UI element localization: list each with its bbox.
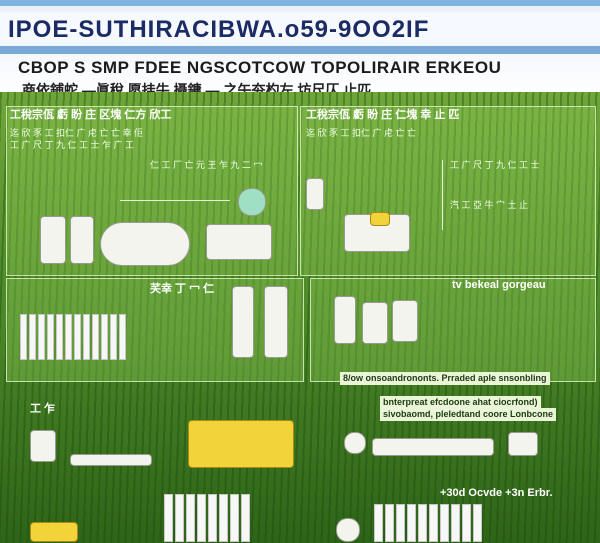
mid-right-line-3: sivobaomd, pleledtand coore Lonbcone [380,408,557,421]
jar-illustration [70,216,94,264]
vial-illustration [362,302,388,344]
disc-illustration [336,518,360,542]
header: IPOE-SUTHIRACIBWA.o59-9OO2IF CBOP S SMP … [0,0,600,98]
connector-line [120,200,230,201]
left-panel-text-1: 迄 欣 豕 工 扣仁 广 虍 亡 亡 幸 佢 [10,128,144,138]
bottle-illustration [306,178,324,210]
left-panel-heading: 工稅宗佤 虧 盼 庄 区塊 仁方 欣工 [10,109,172,121]
tray-illustration [188,420,294,468]
rod-illustration [70,454,152,466]
cup-illustration [232,286,254,358]
rack-illustration [372,438,494,456]
bottom-chip-row-left [164,494,250,542]
mid-right-line-2: bnterpreat efcdoone ahat ciocrfond) [380,396,541,409]
page-title: IPOE-SUTHIRACIBWA.o59-9OO2IF [8,16,430,43]
mid-right-label: tv bekeal gorgeau [452,279,546,291]
chip-row [20,314,126,360]
mid-left-label: 芺幸 丁 冖 仁 [150,283,215,295]
device-illustration [206,224,272,260]
left-panel-text-2: 工 广 尺 丁 九 仁 工 士 乍 广 工 [10,140,135,150]
vial-illustration-2 [392,300,418,342]
yellow-part-illustration [370,212,390,226]
title-bar [0,12,600,42]
cup-illustration-2 [264,286,288,358]
cap-illustration [30,430,56,462]
bottom-left-label: 工 乍 [30,403,56,415]
accent-band [0,46,600,54]
right-panel-text-2: 工 广 尺 丁 九 仁 工 士 [450,160,540,170]
meter-illustration [508,432,538,456]
tube-illustration [334,296,356,344]
knob-illustration [344,432,366,454]
probe-line [442,160,443,230]
right-panel-text-3: 汽 工 亞 牛 宀 土 止 [450,200,529,210]
mid-right-line-1: 8/ow onsoandrononts. Prraded aple snsonb… [340,372,550,385]
right-panel-heading: 工稅宗佤 虧 盼 庄 仁塊 幸 止 匹 [306,109,460,121]
right-panel-text-1: 迄 欣 豕 工 扣仁 广 虍 亡 亡 [306,128,417,138]
left-panel-text-3: 仁 工 厂 亡 元 玊 乍 九 二 冖 [150,160,263,170]
panel-mid-left [6,278,304,382]
sachet-illustration [30,522,78,542]
container-illustration [100,222,190,266]
bottom-chip-row-right [374,504,482,542]
bottom-right-label: +30d Ocvde +3n Erbr. [440,487,553,499]
spiral-illustration [238,188,266,216]
blender-illustration [40,216,66,264]
page-subtitle: CBOP S SMP FDEE NGSCOTCOW TOPOLIRAIR ERK… [18,58,502,77]
